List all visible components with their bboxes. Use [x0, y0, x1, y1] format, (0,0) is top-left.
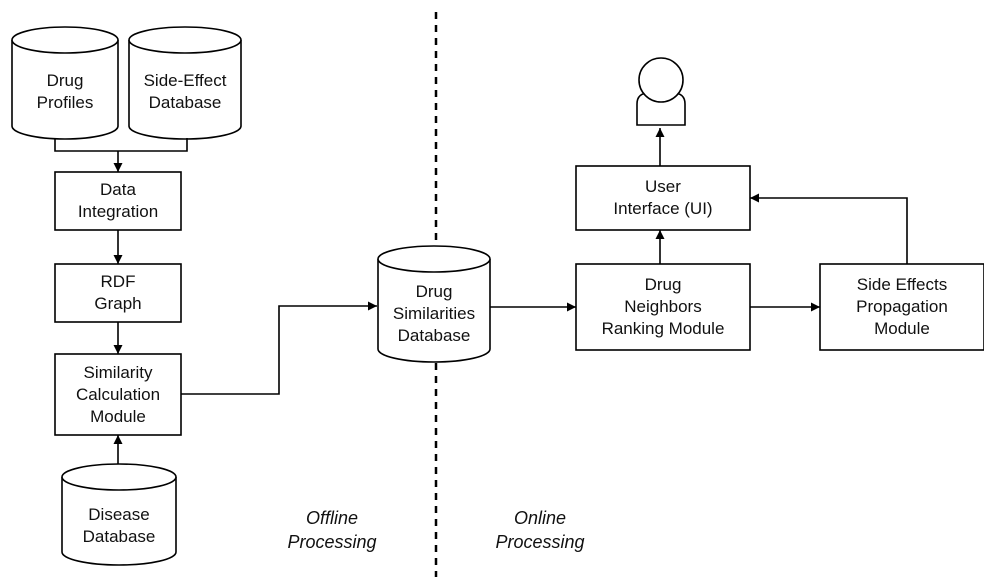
propagation-to-ui-arrow	[750, 193, 908, 264]
drug-profiles-cylinder	[11, 26, 119, 140]
offline-processing-label: Offline Processing	[287, 508, 377, 552]
rdf-graph-label: RDF Graph	[94, 272, 142, 313]
online-processing-label: Online Processing	[495, 508, 585, 552]
drug-similarities-database-label: Drug Similarities Database	[392, 282, 476, 345]
disease-database-label: Disease Database	[82, 505, 156, 546]
propagation-module-box	[819, 263, 984, 351]
drug-similarities-database-cylinder	[377, 245, 491, 363]
ranking-module-label: Drug Neighbors Ranking Module	[601, 275, 725, 338]
user-interface-label: User Interface (UI)	[613, 177, 713, 218]
data-integration-box	[54, 171, 182, 231]
user-icon	[636, 57, 686, 126]
user-interface-box	[575, 165, 751, 231]
side-effect-database-label: Side-Effect Database	[143, 71, 227, 112]
data-integration-label: Data Integration	[77, 180, 159, 221]
disease-database-cylinder	[61, 463, 177, 566]
similarity-to-db-arrow	[181, 301, 377, 395]
side-effect-database-cylinder	[128, 26, 242, 140]
similarity-module-label: Similarity Calculation Module	[75, 362, 161, 426]
rdf-graph-box	[54, 263, 182, 323]
drug-profiles-label: Drug Profiles	[36, 71, 94, 112]
propagation-module-label: Side Effects Propagation Module	[856, 275, 948, 338]
sources-merge-connector	[54, 138, 188, 152]
